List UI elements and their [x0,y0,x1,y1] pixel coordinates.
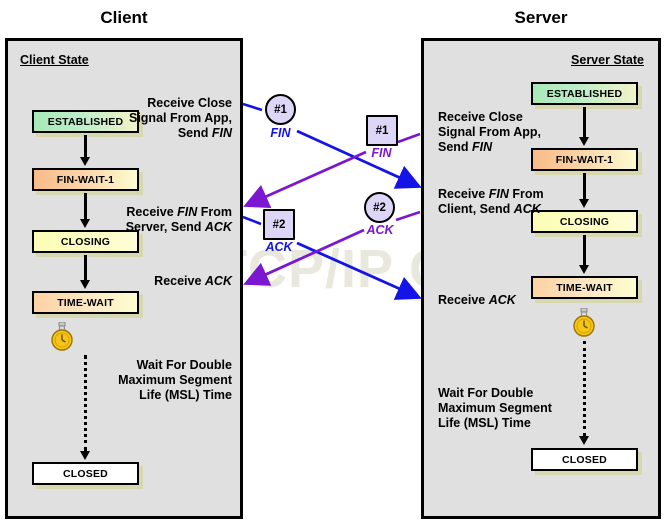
server-note-msl-wait: Wait For Double Maximum Segment Life (MS… [438,386,552,430]
server-state-fin-wait-1: FIN-WAIT-1 [531,148,638,171]
client-note-msl-wait: Wait For Double Maximum Segment Life (MS… [118,358,232,402]
message-badge-client-fin: #1 [265,94,296,125]
client-column-title: Client [100,8,148,27]
message-label-client-ack: ACK [265,240,293,254]
message-label-server-fin: FIN [371,146,392,160]
server-note-receive-fin: Receive FIN From Client, Send ACK [438,187,544,216]
client-arrow-established-to-finwait [80,135,91,166]
server-note-receive-ack: Receive ACK [438,293,516,307]
client-state-closed: CLOSED [32,462,139,485]
client-panel: Client State ESTABLISHED FIN-WAIT-1 CLOS… [5,38,243,519]
server-state-closing: CLOSING [531,210,638,233]
server-panel: Server State ESTABLISHED FIN-WAIT-1 CLOS… [421,38,661,519]
server-column-title: Server [514,8,568,27]
server-state-closed: CLOSED [531,448,638,471]
server-state-heading: Server State [571,53,644,67]
stopwatch-icon [49,321,75,352]
client-note-send-fin: Receive Close Signal From App, Send FIN [128,96,232,140]
client-note-receive-ack: Receive ACK [154,274,232,288]
server-note-send-fin: Receive Close Signal From App, Send FIN [438,110,542,154]
message-badge-server-ack: #2 [364,192,395,223]
server-arrow-timewait-to-closed [579,341,590,446]
server-state-established: ESTABLISHED [531,82,638,105]
client-arrow-finwait-to-closing [80,193,91,228]
server-arrow-established-to-finwait [579,107,590,146]
message-label-server-ack: ACK [366,223,394,237]
message-badge-client-ack: #2 [263,209,295,240]
client-state-heading: Client State [20,53,89,67]
server-state-time-wait: TIME-WAIT [531,276,638,299]
client-state-time-wait: TIME-WAIT [32,291,139,314]
stopwatch-icon [571,307,597,338]
client-state-established: ESTABLISHED [32,110,139,133]
message-label-client-fin: FIN [270,126,291,140]
client-arrow-timewait-to-closed [80,355,91,461]
client-state-closing: CLOSING [32,230,139,253]
message-badge-server-fin: #1 [366,115,398,146]
server-arrow-finwait-to-closing [579,173,590,208]
server-arrow-closing-to-timewait [579,235,590,274]
client-arrow-closing-to-timewait [80,255,91,289]
client-note-receive-fin: Receive FIN From Server, Send ACK [125,205,232,234]
client-state-fin-wait-1: FIN-WAIT-1 [32,168,139,191]
